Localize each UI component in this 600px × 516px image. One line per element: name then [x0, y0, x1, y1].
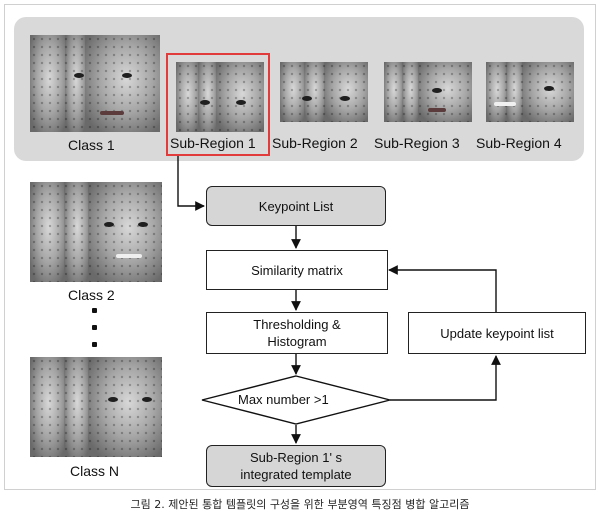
sub-region-1-label: Sub-Region 1 — [170, 135, 256, 151]
output-text-line1: Sub-Region 1' s — [249, 450, 343, 465]
class-2-face-image — [30, 182, 162, 282]
output-template-box: Sub-Region 1' s integrated template — [206, 445, 386, 487]
sub-region-1-image — [176, 62, 264, 132]
decision-text: Max number >1 — [238, 392, 329, 407]
thresholding-text-line1: Thresholding & — [253, 317, 341, 332]
update-keypoint-text: Update keypoint list — [440, 325, 554, 341]
class-1-face-image — [30, 35, 160, 132]
sub-region-3-image — [384, 62, 472, 122]
class-2-label: Class 2 — [68, 287, 115, 303]
keypoint-list-text: Keypoint List — [258, 198, 334, 214]
thresholding-text-line2: Histogram — [267, 334, 327, 349]
arrow-subregion-to-keypoint — [177, 156, 205, 211]
update-keypoint-box: Update keypoint list — [408, 312, 586, 354]
arrow-update-to-similarity — [388, 265, 497, 312]
similarity-matrix-box: Similarity matrix — [206, 250, 388, 290]
class-n-label: Class N — [70, 463, 120, 479]
arrow-decision-to-update — [390, 355, 501, 401]
similarity-matrix-text: Similarity matrix — [251, 262, 343, 278]
sub-region-2-label: Sub-Region 2 — [272, 135, 358, 151]
thresholding-box: Thresholding & Histogram — [206, 312, 388, 354]
sub-region-2-image — [280, 62, 368, 122]
sub-region-4-image — [486, 62, 574, 122]
output-text-line2: integrated template — [240, 467, 352, 482]
keypoint-list-box: Keypoint List — [206, 186, 386, 226]
sub-region-1-highlight — [166, 53, 270, 156]
class-n-face-image — [30, 357, 162, 457]
figure-caption: 그림 2. 제안된 통합 템플릿의 구성을 위한 부분영역 특징점 병합 알고리… — [130, 498, 470, 511]
class-1-label: Class 1 — [68, 137, 115, 153]
sub-region-3-label: Sub-Region 3 — [374, 135, 460, 151]
sub-region-4-label: Sub-Region 4 — [476, 135, 562, 151]
decision-diamond — [201, 375, 391, 425]
